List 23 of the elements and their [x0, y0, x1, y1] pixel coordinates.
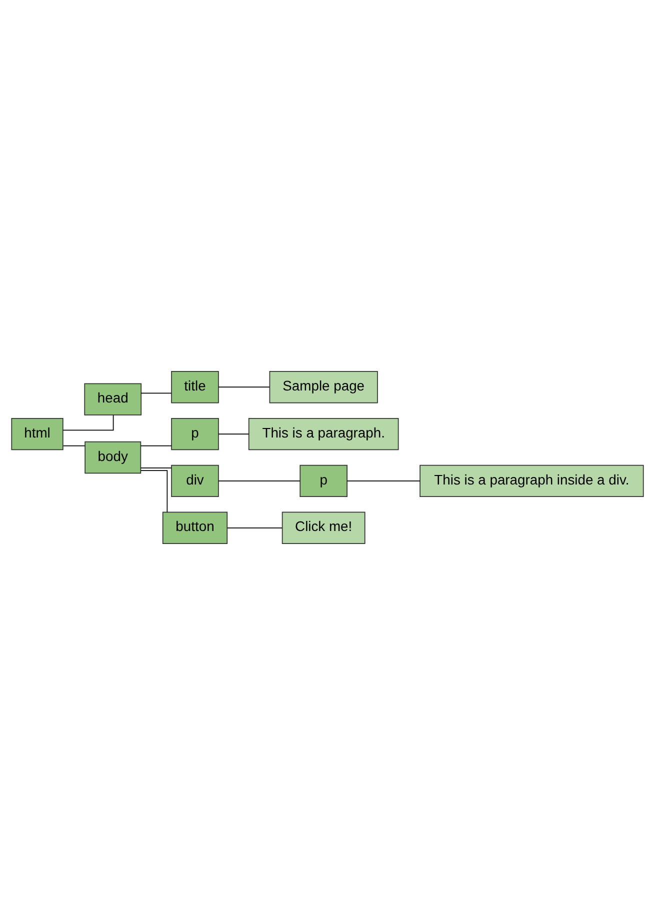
node-box: html: [11, 417, 64, 450]
node-box: head: [84, 382, 142, 415]
connector: [62, 444, 86, 446]
node-box: This is a paragraph inside a div.: [420, 464, 644, 497]
connector: [218, 386, 270, 388]
node-box: body: [84, 440, 142, 474]
connector: [346, 480, 420, 481]
connector: [140, 392, 172, 394]
connector: [140, 470, 168, 512]
node-box: p: [171, 417, 219, 450]
node-box: Click me!: [282, 511, 366, 544]
connector: [218, 433, 250, 434]
connector: [227, 526, 283, 528]
node-box: This is a paragraph.: [248, 417, 399, 450]
node-box: title: [171, 370, 219, 403]
node-box: Sample page: [269, 370, 378, 403]
connector: [140, 467, 172, 468]
node-box: div: [171, 464, 219, 497]
connector: [140, 444, 172, 446]
connector: [62, 414, 114, 430]
connector: [218, 480, 300, 481]
node-box: p: [300, 464, 348, 497]
node-box: button: [162, 511, 228, 544]
